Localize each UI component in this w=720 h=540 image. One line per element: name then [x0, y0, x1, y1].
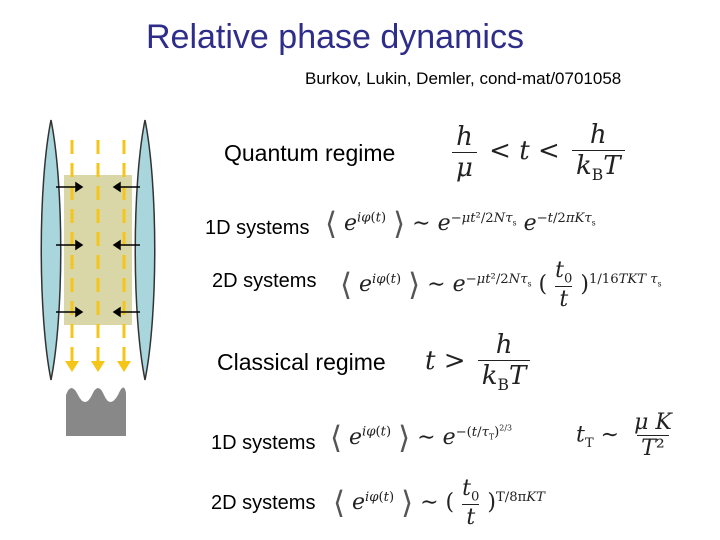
force-arrows — [56, 181, 140, 318]
classical-2d-label: 2D systems — [211, 492, 316, 514]
left-condensate-tube — [40, 119, 62, 381]
slide-title: Relative phase dynamics — [146, 18, 524, 56]
classical-1d-formula: ⟨ eiφ(t) ⟩ ∼ e−(t/τT)2/3 — [330, 420, 513, 456]
reference-citation: Burkov, Lukin, Demler, cond-mat/0701058 — [305, 69, 622, 88]
expansion-beams — [70, 140, 126, 363]
classical-regime-heading: Classical regime — [217, 349, 386, 375]
right-condensate-tube — [134, 119, 156, 381]
detector-fringe-profile — [66, 387, 126, 436]
quantum-1d-label: 1D systems — [205, 217, 310, 239]
classical-1d-label: 1D systems — [211, 432, 316, 454]
beam-arrowheads — [65, 361, 131, 372]
quantum-regime-heading: Quantum regime — [224, 140, 396, 166]
quantum-1d-formula: ⟨ eiφ(t) ⟩ ∼ e−μt²/2Nτs e−t/2πKτs — [325, 206, 596, 242]
quantum-2d-label: 2D systems — [212, 270, 317, 292]
interference-illustration — [40, 119, 156, 436]
